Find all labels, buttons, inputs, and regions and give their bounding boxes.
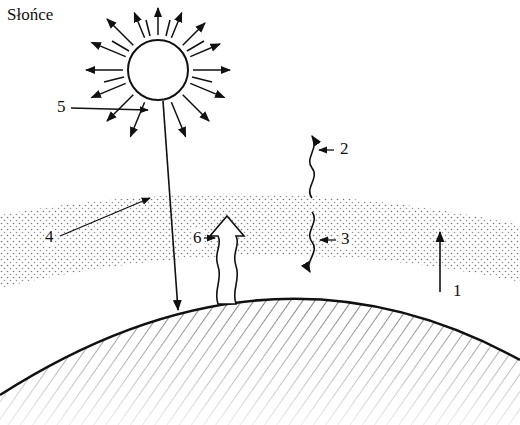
sun-label: Słońce (6, 6, 54, 25)
sun-disc (128, 40, 188, 100)
back-radiation (309, 212, 315, 272)
solar-beam (163, 101, 178, 310)
callout-number: 5 (56, 98, 67, 117)
atmosphere-band (0, 194, 520, 288)
earth-hatching (0, 299, 520, 425)
escaping-radiation (310, 136, 315, 198)
callout-number: 1 (452, 282, 463, 301)
infrared-emission-arrow (210, 216, 244, 304)
callout-number: 3 (340, 230, 351, 249)
upward-arrow (439, 232, 441, 292)
sun-rays (86, 8, 230, 137)
callout-number: 4 (44, 228, 55, 247)
callout-number: 6 (192, 229, 203, 248)
leader-lines (60, 108, 336, 240)
earth-surface (0, 299, 520, 395)
earth-fade (0, 299, 520, 425)
callout-number: 2 (339, 140, 350, 159)
